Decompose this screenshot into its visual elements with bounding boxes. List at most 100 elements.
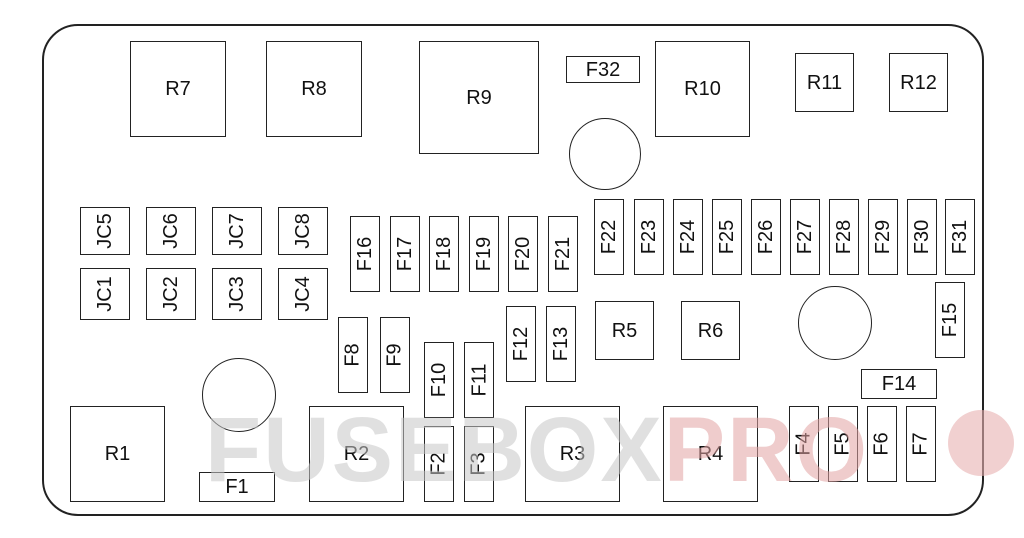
fuse-label: F14 [881, 373, 917, 395]
fuse-f11: F11 [464, 342, 494, 418]
relay-r5: R5 [595, 301, 654, 360]
relay-label: R11 [806, 71, 843, 94]
relay-r3: R3 [525, 406, 620, 502]
fuse-label: F3 [468, 452, 490, 476]
relay-label: R8 [301, 78, 327, 100]
fuse-label: F27 [794, 219, 816, 255]
jcase-label: JC2 [159, 276, 182, 312]
fuse-label: F8 [342, 343, 364, 367]
fuse-label: F24 [677, 219, 699, 255]
fuse-label: F1 [225, 476, 249, 498]
fuse-f8: F8 [338, 317, 368, 393]
fuse-f22: F22 [594, 199, 624, 275]
fuse-label: F7 [910, 432, 932, 456]
fuse-label: F15 [939, 302, 961, 338]
fuse-label: F26 [755, 219, 777, 255]
relay-r9: R9 [419, 41, 539, 154]
jcase-label: JC5 [93, 213, 116, 249]
mounting-hole [569, 118, 641, 190]
fuse-f7: F7 [906, 406, 936, 482]
fuse-label: F5 [832, 432, 854, 456]
fuse-f15: F15 [935, 282, 965, 358]
fuse-label: F11 [468, 363, 491, 397]
relay-r4: R4 [663, 406, 758, 502]
fuse-f10: F10 [424, 342, 454, 418]
fuse-label: F16 [354, 236, 376, 272]
fuse-f20: F20 [508, 216, 538, 292]
fuse-label: F31 [949, 219, 971, 255]
fuse-f28: F28 [829, 199, 859, 275]
jcase-jc8: JC8 [278, 207, 328, 255]
fuse-f3: F3 [464, 426, 494, 502]
fuse-label: F29 [872, 219, 894, 255]
relay-label: R10 [684, 78, 721, 100]
mounting-hole [202, 358, 276, 432]
fuse-label: F4 [793, 432, 815, 456]
relay-r10: R10 [655, 41, 750, 137]
relay-label: R2 [343, 443, 370, 465]
relay-r12: R12 [889, 53, 948, 112]
fuse-f6: F6 [867, 406, 897, 482]
jcase-jc7: JC7 [212, 207, 262, 255]
fuse-label: F2 [428, 452, 450, 476]
jcase-jc6: JC6 [146, 207, 196, 255]
fuse-f13: F13 [546, 306, 576, 382]
fuse-label: F18 [433, 236, 455, 272]
mounting-hole [798, 286, 872, 360]
fuse-label: F32 [585, 58, 621, 81]
fuse-label: F17 [394, 236, 416, 272]
relay-label: R4 [697, 443, 724, 465]
fuse-f29: F29 [868, 199, 898, 275]
fuse-label: F30 [911, 219, 933, 255]
fuse-f18: F18 [429, 216, 459, 292]
fuse-label: F22 [598, 219, 620, 255]
jcase-jc1: JC1 [80, 268, 130, 320]
jcase-label: JC3 [225, 276, 248, 312]
fuse-f9: F9 [380, 317, 410, 393]
fuse-f12: F12 [506, 306, 536, 382]
fuse-f14: F14 [861, 369, 937, 399]
fuse-f30: F30 [907, 199, 937, 275]
relay-r11: R11 [795, 53, 854, 112]
fuse-label: F20 [512, 236, 534, 272]
fuse-label: F23 [638, 219, 660, 255]
fuse-label: F13 [550, 326, 572, 362]
jcase-jc2: JC2 [146, 268, 196, 320]
fuse-f4: F4 [789, 406, 819, 482]
fuse-f23: F23 [634, 199, 664, 275]
relay-label: R9 [466, 86, 492, 109]
fuse-label: F10 [428, 362, 450, 398]
relay-r1: R1 [70, 406, 165, 502]
fuse-label: F21 [552, 236, 574, 272]
jcase-label: JC1 [93, 276, 116, 312]
jcase-label: JC6 [159, 213, 182, 249]
relay-label: R7 [165, 78, 191, 100]
fuse-f16: F16 [350, 216, 380, 292]
fuse-f24: F24 [673, 199, 703, 275]
fuse-f19: F19 [469, 216, 499, 292]
relay-r7: R7 [130, 41, 226, 137]
jcase-label: JC4 [291, 276, 314, 312]
fuse-f26: F26 [751, 199, 781, 275]
relay-label: R3 [559, 443, 586, 465]
fuse-label: F28 [833, 219, 855, 255]
fuse-f21: F21 [548, 216, 578, 292]
jcase-jc3: JC3 [212, 268, 262, 320]
fuse-f31: F31 [945, 199, 975, 275]
fuse-label: F25 [716, 219, 738, 255]
fuse-f25: F25 [712, 199, 742, 275]
fuse-f17: F17 [390, 216, 420, 292]
fuse-f32: F32 [566, 56, 640, 83]
fuse-f5: F5 [828, 406, 858, 482]
fuse-label: F12 [510, 326, 532, 362]
relay-label: R12 [900, 71, 937, 94]
relay-label: R5 [611, 319, 638, 342]
fuse-f2: F2 [424, 426, 454, 502]
fuse-label: F6 [871, 432, 893, 456]
fuse-label: F19 [473, 236, 495, 272]
fuse-f1: F1 [199, 472, 275, 502]
relay-r8: R8 [266, 41, 362, 137]
relay-label: R1 [104, 443, 131, 465]
relay-r2: R2 [309, 406, 404, 502]
jcase-jc5: JC5 [80, 207, 130, 255]
